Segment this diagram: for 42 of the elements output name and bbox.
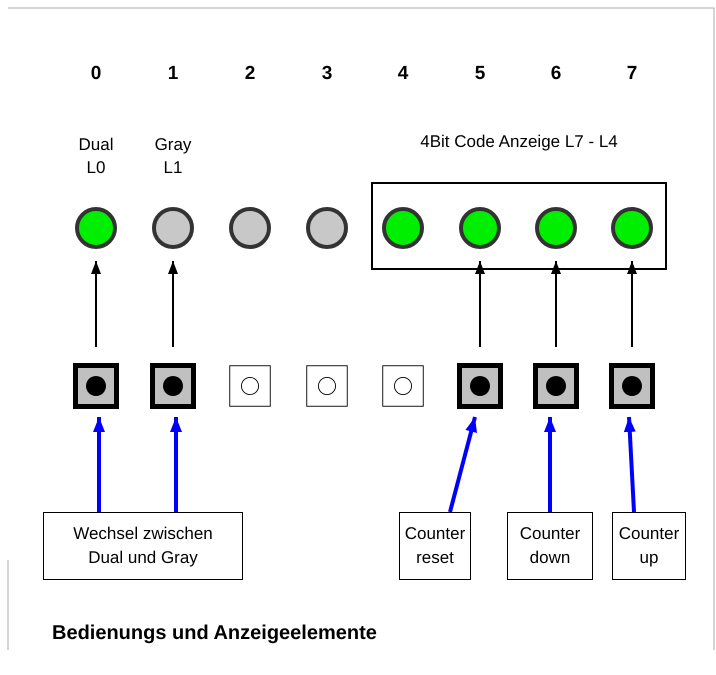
- push-button: [382, 365, 424, 407]
- arrow: [544, 417, 556, 512]
- push-button: [457, 363, 503, 409]
- led-label: Dual L0: [78, 134, 114, 179]
- led-light: [306, 207, 348, 249]
- arrow: [91, 261, 101, 347]
- group-heading: 4Bit Code Anzeige L7 - L4: [419, 131, 619, 153]
- arrow: [551, 261, 561, 347]
- label-box: Counter down: [507, 512, 593, 580]
- push-button: [533, 363, 579, 409]
- push-button: [73, 363, 119, 409]
- led-light: [459, 207, 501, 249]
- column-number: 4: [396, 63, 410, 85]
- led-light: [535, 207, 577, 249]
- led-light: [611, 207, 653, 249]
- arrow: [93, 417, 105, 512]
- push-button: [229, 365, 271, 407]
- column-number: 3: [320, 63, 334, 85]
- arrow: [170, 417, 182, 512]
- label-box: Wechsel zwischen Dual und Gray: [43, 512, 243, 580]
- led-light: [382, 207, 424, 249]
- column-number: 6: [550, 63, 562, 85]
- led-light: [229, 207, 271, 249]
- led-light: [75, 207, 117, 249]
- arrow: [627, 261, 637, 347]
- push-button: [306, 365, 348, 407]
- column-number: 2: [244, 63, 256, 85]
- column-number: 7: [626, 63, 638, 85]
- led-light: [152, 207, 194, 249]
- column-number: 1: [166, 63, 180, 85]
- arrow: [448, 416, 477, 513]
- push-button: [150, 363, 196, 409]
- label-box: Counter up: [612, 512, 686, 580]
- arrow: [624, 416, 636, 512]
- label-box: Counter reset: [399, 512, 471, 580]
- arrow: [475, 261, 485, 347]
- push-button: [609, 363, 655, 409]
- column-number: 0: [90, 63, 102, 85]
- caption: Bedienungs und Anzeigeelemente: [52, 622, 377, 645]
- arrow: [168, 261, 178, 347]
- column-number: 5: [474, 63, 486, 85]
- led-label: Gray L1: [154, 134, 192, 179]
